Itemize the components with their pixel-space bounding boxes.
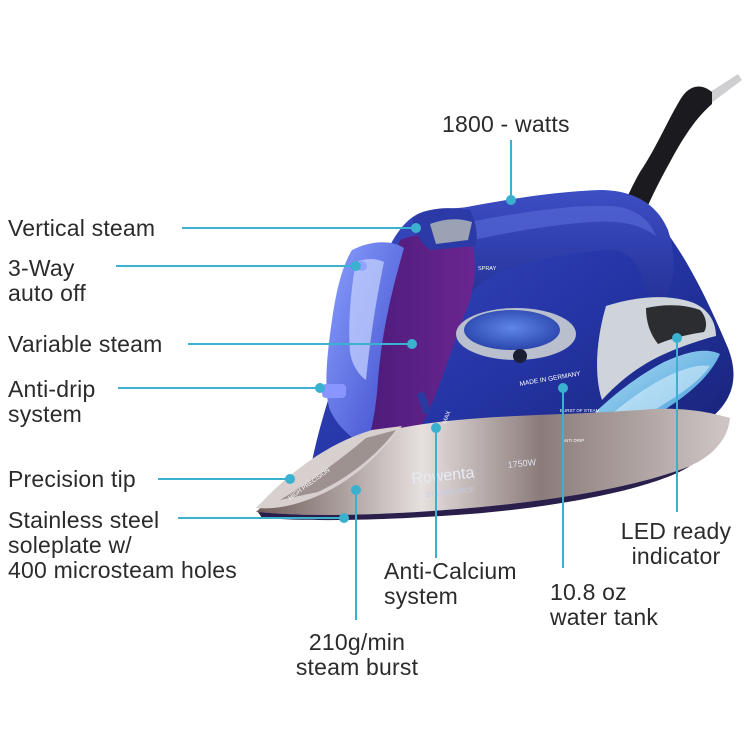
calcium-slider — [417, 391, 431, 415]
callout-led-ready-line-1: LED ready — [620, 518, 732, 544]
dot-variable — [407, 339, 417, 349]
dot-tip — [285, 474, 295, 484]
callout-variable-steam: Variable steam — [8, 332, 163, 357]
callout-precision-tip: Precision tip — [8, 467, 136, 492]
purple-side-band — [356, 233, 475, 472]
callout-auto-off-line-2: auto off — [8, 280, 86, 306]
callout-soleplate: Stainless steel soleplate w/ 400 microst… — [8, 508, 237, 583]
callout-watts-text: 1800 - watts — [442, 111, 570, 137]
anti-drip-button — [322, 384, 346, 398]
callout-soleplate-line-2: soleplate w/ — [8, 532, 132, 558]
dot-anti-drip — [315, 383, 325, 393]
callout-lines — [116, 140, 678, 620]
dot-burst — [351, 485, 361, 495]
callout-steam-burst: 210g/min steam burst — [282, 630, 432, 680]
callout-led-ready: LED ready indicator — [606, 519, 746, 569]
callout-anti-drip-line-1: Anti-drip — [8, 376, 96, 402]
spray-label: SPRAY — [478, 266, 497, 272]
callout-water-tank-line-2: water tank — [550, 604, 659, 630]
dot-watts — [506, 195, 516, 205]
callout-anti-drip: Anti-drip system — [8, 377, 95, 427]
soleplate-edge — [258, 466, 690, 521]
callout-soleplate-line-3: 400 microsteam holes — [8, 557, 237, 583]
brand-logo: Rowenta — [411, 464, 476, 488]
callout-anti-calcium-line-1: Anti-Calcium — [384, 558, 517, 584]
dial-knob — [513, 349, 527, 363]
steam-trigger — [430, 219, 472, 244]
cord-guard — [624, 86, 712, 210]
callout-led-ready-line-2: indicator — [631, 543, 721, 569]
wattage-plate: 1750W — [507, 457, 537, 470]
callout-soleplate-line-1: Stainless steel — [8, 507, 160, 533]
callout-precision-tip-text: Precision tip — [8, 466, 136, 492]
callout-vertical-steam: Vertical steam — [8, 216, 155, 241]
power-cord — [704, 74, 742, 104]
dot-tank — [558, 383, 568, 393]
callout-auto-off: 3-Way auto off — [8, 256, 86, 306]
dot-vertical — [411, 223, 421, 233]
callout-vertical-steam-text: Vertical steam — [8, 215, 156, 241]
callout-water-tank-line-1: 10.8 oz — [550, 579, 627, 605]
thermostat-dial — [464, 310, 560, 350]
water-window-shine — [349, 259, 384, 380]
callout-anti-calcium: Anti-Calcium system — [384, 559, 517, 609]
callout-anti-calcium-line-2: system — [384, 583, 459, 609]
dot-auto-off — [351, 261, 361, 271]
callout-water-tank: 10.8 oz water tank — [550, 580, 658, 630]
callout-variable-steam-text: Variable steam — [8, 331, 163, 357]
max-label: MAX — [442, 410, 452, 424]
burst-label: BURST OF STEAM — [560, 408, 600, 413]
callout-auto-off-line-1: 3-Way — [8, 255, 75, 281]
anti-drip-label: ANTI DRIP — [562, 438, 584, 443]
callout-steam-burst-line-2: steam burst — [295, 654, 419, 680]
callout-dots — [285, 195, 682, 523]
callout-anti-drip-line-2: system — [8, 401, 83, 427]
dot-soleplate — [339, 513, 349, 523]
dot-led — [672, 333, 682, 343]
stainless-soleplate — [256, 408, 730, 515]
led-indicator-screen — [646, 305, 707, 344]
handle-grip-highlight — [470, 205, 656, 240]
tip-shadow — [280, 430, 396, 500]
dot-calcium — [431, 423, 441, 433]
callout-watts: 1800 - watts — [442, 112, 570, 137]
callout-steam-burst-line-1: 210g/min — [308, 629, 406, 655]
